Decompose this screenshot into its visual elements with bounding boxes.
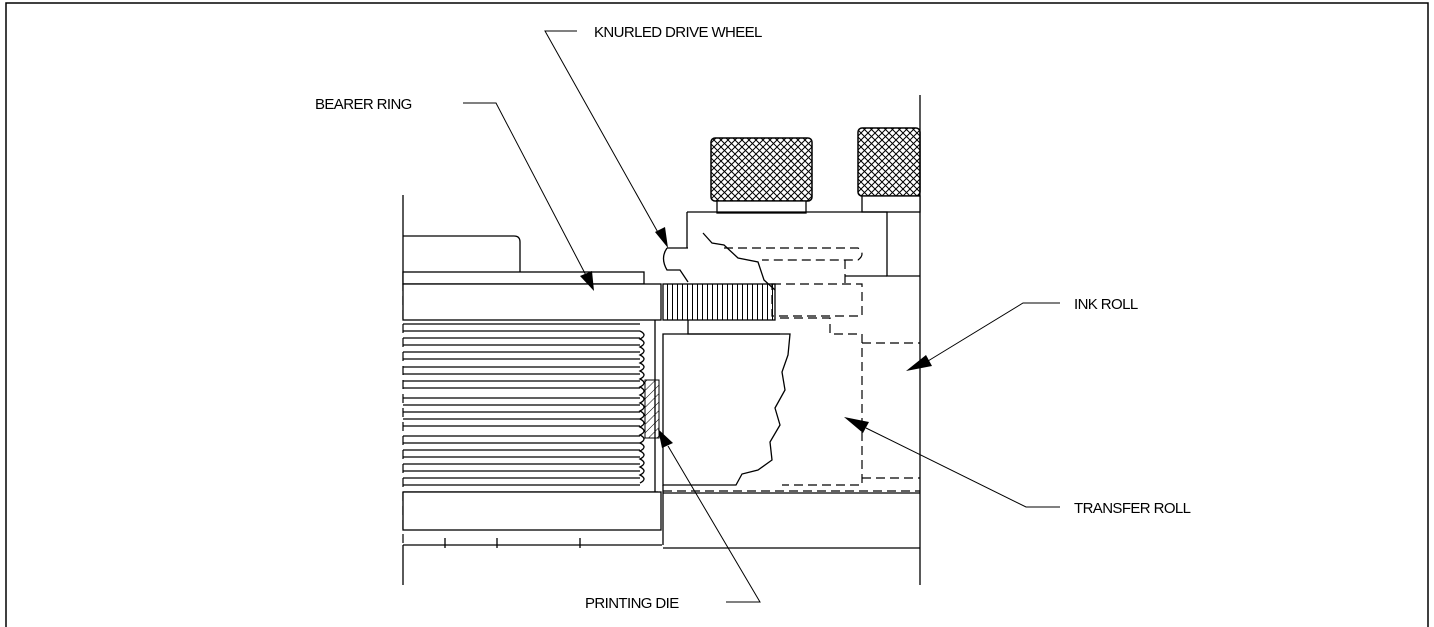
knurled-drive-wheel-arrowhead: [655, 227, 668, 248]
label-knurled-drive-wheel: KNURLED DRIVE WHEEL: [594, 24, 762, 41]
figure-border: [5, 2, 1429, 627]
knurled-knobs: [710, 127, 921, 214]
label-bearer-ring: BEARER RING: [315, 96, 412, 113]
die-stack: [402, 235, 662, 548]
label-transfer-roll: TRANSFER ROLL: [1074, 500, 1191, 517]
knurled-gear: [662, 283, 863, 335]
leader-lines: [463, 30, 1060, 603]
label-ink-roll: INK ROLL: [1074, 296, 1138, 313]
ink-roll-arrowhead: [906, 355, 932, 371]
bearer-ring-arrowhead: [580, 271, 594, 291]
drive-wheel-housing: [662, 211, 920, 291]
transfer-roll: [662, 317, 920, 549]
printing-die-arrowhead: [658, 429, 673, 448]
transfer-roll-arrowhead: [844, 417, 869, 433]
label-printing-die: PRINTING DIE: [585, 595, 679, 612]
